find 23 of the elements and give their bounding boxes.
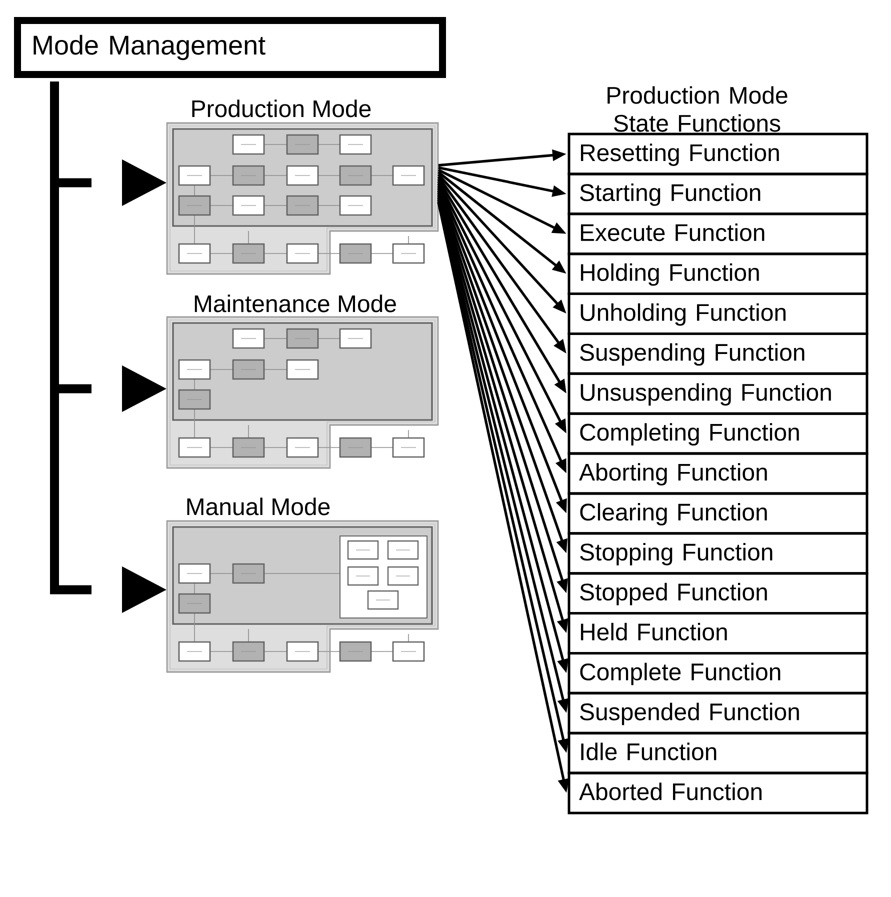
- function-box: Execute Function: [568, 212, 868, 256]
- function-box: Resetting Function: [568, 132, 868, 176]
- title-box: Mode Management: [14, 17, 446, 78]
- function-box: Aborting Function: [568, 452, 868, 495]
- function-box: Unholding Function: [568, 292, 868, 335]
- function-box: Suspended Function: [568, 692, 868, 734]
- function-box: Starting Function: [568, 172, 868, 216]
- function-box: Stopping Function: [568, 532, 868, 575]
- function-box: Stopped Function: [568, 572, 868, 615]
- function-box: Unsuspending Function: [568, 372, 868, 415]
- function-box: Complete Function: [568, 652, 868, 694]
- function-box: Clearing Function: [568, 492, 868, 535]
- function-box: Held Function: [568, 612, 868, 654]
- mode-heading: Production Mode: [192, 100, 371, 118]
- function-box: Completing Function: [568, 412, 868, 455]
- function-box: Idle Function: [568, 732, 868, 774]
- mode-heading: Maintenance Mode: [194, 294, 396, 312]
- function-box: Suspending Function: [568, 332, 868, 375]
- connector-line: [50, 82, 59, 594]
- function-box: Aborted Function: [568, 772, 868, 814]
- column-heading: Production Mode State Functions: [608, 86, 788, 132]
- mode-heading: Manual Mode: [187, 498, 330, 516]
- function-box: Holding Function: [568, 252, 868, 296]
